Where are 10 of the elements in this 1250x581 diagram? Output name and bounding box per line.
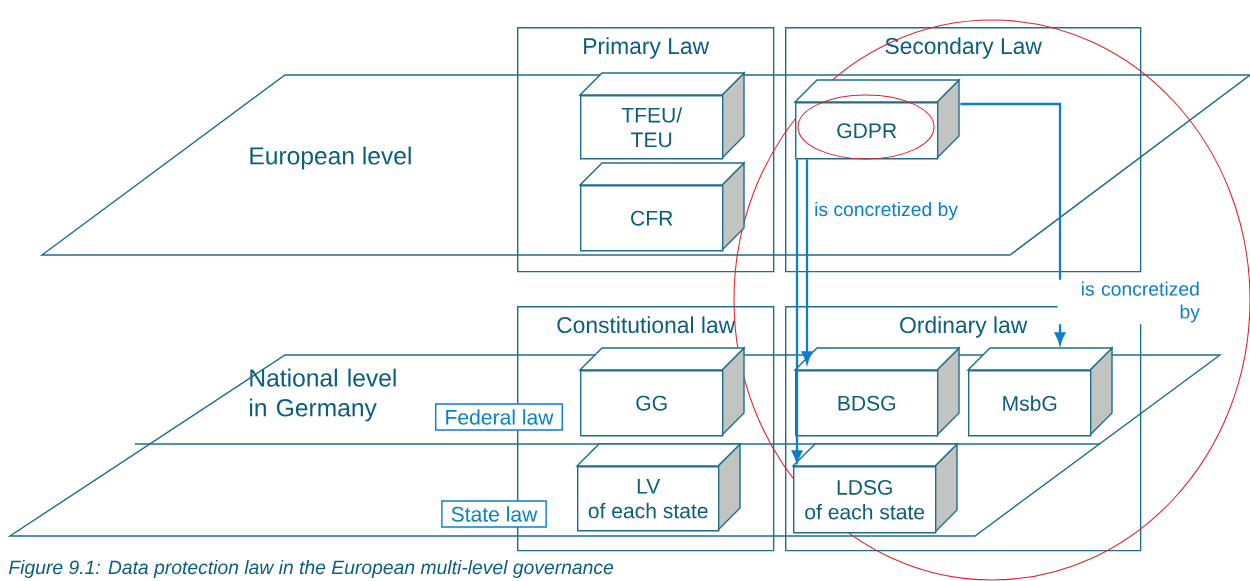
edge-label: is concretized by <box>1057 279 1202 325</box>
arrow <box>960 102 1066 345</box>
level-label: European level <box>250 146 411 170</box>
level-label: National level in Germany <box>250 368 396 422</box>
arrow <box>791 159 803 463</box>
edge-label: is concretized by <box>812 200 960 222</box>
arrow <box>801 159 813 364</box>
caption: Figure 9.1: Data protection law in the European multi-level governance <box>8 560 614 578</box>
tag-box: State law <box>441 500 547 528</box>
tag-box: Federal law <box>435 403 563 431</box>
